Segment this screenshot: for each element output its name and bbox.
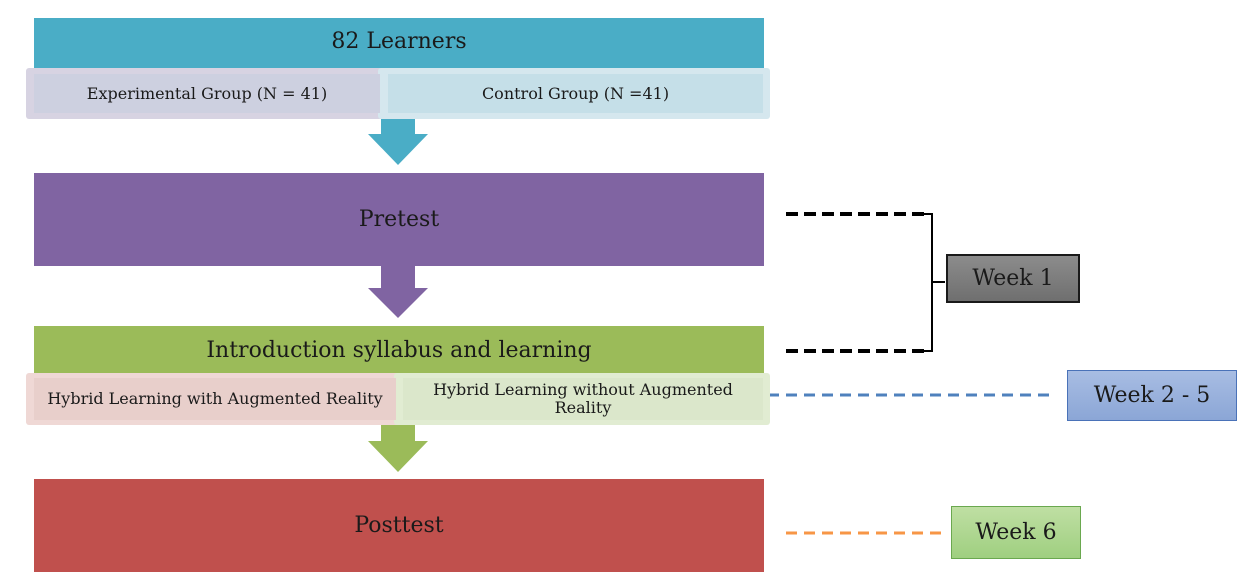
week6-box: Week 6 (951, 506, 1081, 559)
control-group-box: Control Group (N =41) (388, 74, 763, 113)
arrow-pretest-to-intro (368, 266, 428, 318)
posttest-box: Posttest (34, 479, 764, 572)
hybrid-with-ar-box: Hybrid Learning with Augmented Reality (34, 378, 396, 420)
introduction-box: Introduction syllabus and learning (34, 326, 764, 374)
experimental-group-box: Experimental Group (N = 41) (34, 74, 380, 113)
pretest-box: Pretest (34, 173, 764, 266)
week1-bracket (924, 213, 945, 352)
arrow-learners-to-pretest (368, 118, 428, 165)
hybrid-without-ar-box: Hybrid Learning without Augmented Realit… (403, 378, 763, 420)
week1-box: Week 1 (946, 254, 1080, 303)
week2-5-box: Week 2 - 5 (1067, 370, 1237, 421)
arrow-intro-to-posttest (368, 425, 428, 472)
learners-box: 82 Learners (34, 18, 764, 70)
